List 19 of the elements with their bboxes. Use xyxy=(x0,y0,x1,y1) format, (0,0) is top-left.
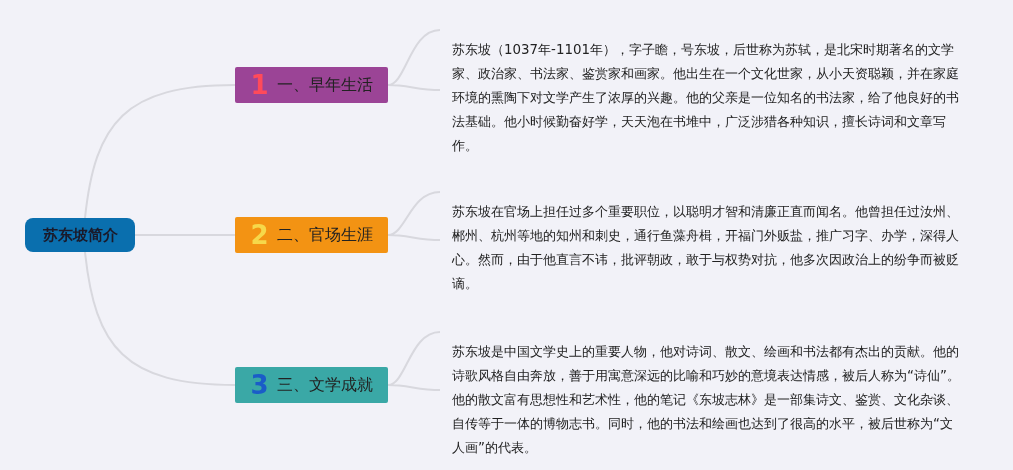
number-marker: 2 xyxy=(250,220,269,250)
branch-topic-box xyxy=(235,367,388,403)
connector-line xyxy=(387,29,441,91)
description-paragraph: 苏东坡是中国文学史上的重要人物，他对诗词、散文、绘画和书法都有杰出的贡献。他的诗歌风格自由奔放，善于用寓意深远的比喻和巧妙的意境表达情感，被后人称为“诗仙”。他的散文富有思想性和艺术性，他的笔记《东坡志林》是一部集诗文、鉴赏、文化杂谈、自传等于一体的博物志书。同时，他的书法和绘画也达到了很高的水平，被后世称为“文人画”的代表。 xyxy=(452,340,964,460)
branch-topic-label: 一、早年生活 xyxy=(276,74,373,96)
root-topic-label: 苏东坡简介 xyxy=(42,225,118,245)
branch-topic-label: 二、官场生涯 xyxy=(276,224,373,246)
connector-line xyxy=(84,251,236,386)
number-marker: 1 xyxy=(250,70,269,100)
connector-line xyxy=(84,84,236,219)
root-topic-box xyxy=(25,218,135,252)
branch-topic-label: 三、文学成就 xyxy=(276,374,373,396)
connector-line xyxy=(387,331,441,391)
branch-topic-box xyxy=(235,67,388,103)
description-paragraph: 苏东坡在官场上担任过多个重要职位，以聪明才智和清廉正直而闻名。他曾担任过汝州、郴州、杭州等地的知州和刺史，通行鱼藻舟楫，开福门外贩盐，推广习字、办学，深得人心。然而，由于他直言不讳，批评朝政，敢于与权势对抗，他多次因政治上的纷争而被贬谪。 xyxy=(452,200,964,296)
connector-line xyxy=(387,191,441,241)
description-paragraph: 苏东坡（1037年-1101年），字子瞻，号东坡，后世称为苏轼，是北宋时期著名的文学家、政治家、书法家、鉴赏家和画家。他出生在一个文化世家，从小天资聪颖，并在家庭环境的熏陶下对文学产生了浓厚的兴趣。他的父亲是一位知名的书法家，给了他良好的书法基础。他小时候勤奋好学，天天泡在书堆中，广泛涉猎各种知识，擅长诗词和文章写作。 xyxy=(452,38,964,158)
number-marker: 3 xyxy=(250,370,269,400)
branch-topic-box xyxy=(235,217,388,253)
